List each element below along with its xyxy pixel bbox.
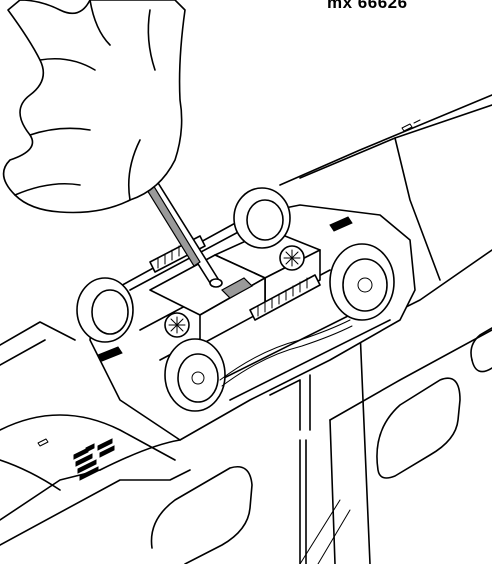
wheel-rear-right xyxy=(233,187,291,249)
wiring xyxy=(97,216,353,387)
wheel-front-right xyxy=(329,243,395,321)
wheel-rear-left xyxy=(76,277,134,343)
locomotive-body-left xyxy=(0,321,351,564)
vent-grille xyxy=(73,438,115,481)
part-number-label: mx 66626 xyxy=(327,0,408,12)
wheel-front-left xyxy=(164,338,226,412)
hand xyxy=(2,0,186,214)
motor-housing xyxy=(149,229,321,346)
gear-racks xyxy=(149,235,321,321)
